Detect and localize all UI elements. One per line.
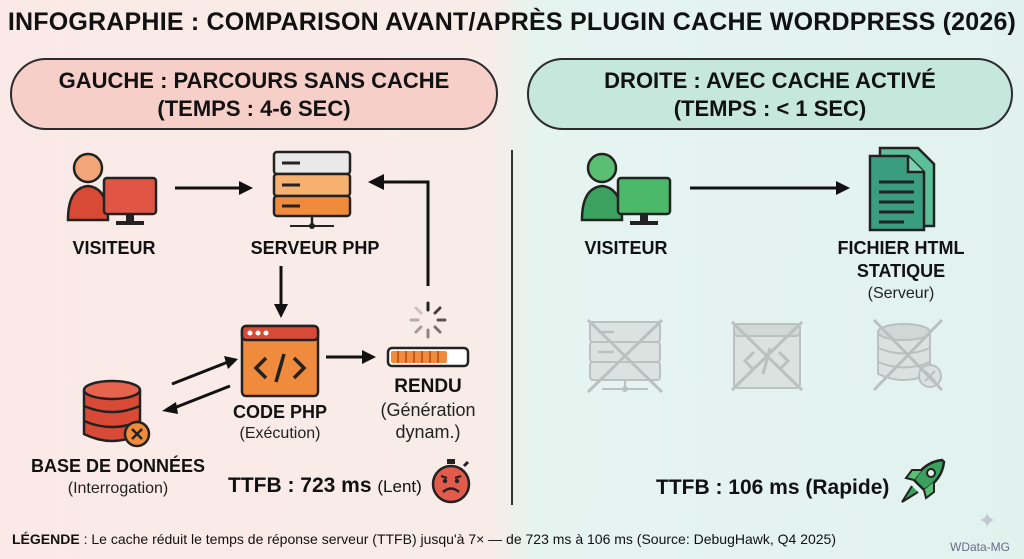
- server-label: SERVEUR PHP: [250, 238, 380, 258]
- center-divider: [511, 150, 513, 505]
- legend-label: LÉGENDE: [12, 531, 80, 547]
- left-header: GAUCHE : PARCOURS SANS CACHE (TEMPS : 4-…: [10, 58, 498, 130]
- database-icon: [82, 379, 151, 448]
- legend-text: : Le cache réduit le temps de réponse se…: [79, 531, 837, 547]
- code-disabled-icon: [730, 320, 804, 392]
- left-header-line2: (TEMPS : 4-6 SEC): [157, 96, 351, 121]
- progress-bar-icon: [386, 346, 470, 368]
- ttfb-right: TTFB : 106 ms (Rapide): [656, 476, 890, 499]
- arrow-server-code: [274, 266, 288, 318]
- database-disabled-icon: [872, 318, 944, 392]
- loading-icon: [409, 301, 447, 339]
- database-sub: (Interrogation): [67, 480, 169, 497]
- code-icon: [240, 324, 320, 398]
- code-label: CODE PHP: [232, 402, 328, 422]
- visitor-icon: [580, 152, 672, 225]
- arrow-render-server: [368, 174, 430, 286]
- server-disabled-icon: [586, 318, 664, 394]
- database-label: BASE DE DONNÉES: [30, 456, 206, 476]
- watermark: WData-MG: [950, 540, 1010, 554]
- left-visitor-label: VISITEUR: [72, 238, 156, 258]
- code-sub: (Exécution): [239, 425, 321, 442]
- render-sub-2: dynam.): [395, 422, 461, 442]
- render-label: RENDU: [394, 376, 462, 397]
- sad-timer-icon: [431, 459, 471, 504]
- page-title: INFOGRAPHIE : COMPARISON AVANT/APRÈS PLU…: [7, 8, 1017, 36]
- sparkle-icon: ✦: [978, 508, 997, 533]
- arrow-code-database: [162, 356, 238, 414]
- right-header-line1: DROITE : AVEC CACHE ACTIVÉ: [604, 68, 936, 93]
- file-label-1: FICHIER HTML: [837, 238, 965, 258]
- file-label-2: STATIQUE: [856, 261, 946, 281]
- file-sub: (Serveur): [867, 285, 935, 302]
- ttfb-left-note: (Lent): [377, 477, 422, 496]
- legend: LÉGENDE : Le cache réduit le temps de ré…: [12, 531, 836, 547]
- right-header-line2: (TEMPS : < 1 SEC): [673, 96, 867, 121]
- html-file-icon: [868, 146, 936, 232]
- arrow-visitor-server: [175, 181, 253, 195]
- server-icon: [272, 150, 352, 229]
- right-visitor-label: VISITEUR: [584, 238, 668, 258]
- rocket-icon: [901, 458, 946, 503]
- right-header: DROITE : AVEC CACHE ACTIVÉ (TEMPS : < 1 …: [527, 58, 1013, 130]
- arrow-code-render: [326, 350, 376, 364]
- render-sub-1: (Génération: [380, 400, 476, 420]
- ttfb-left: TTFB : 723 ms (Lent): [228, 474, 422, 498]
- left-header-line1: GAUCHE : PARCOURS SANS CACHE: [58, 68, 450, 93]
- ttfb-left-value: TTFB : 723 ms: [228, 474, 372, 497]
- arrow-visitor-file: [690, 181, 850, 195]
- visitor-icon: [66, 152, 158, 225]
